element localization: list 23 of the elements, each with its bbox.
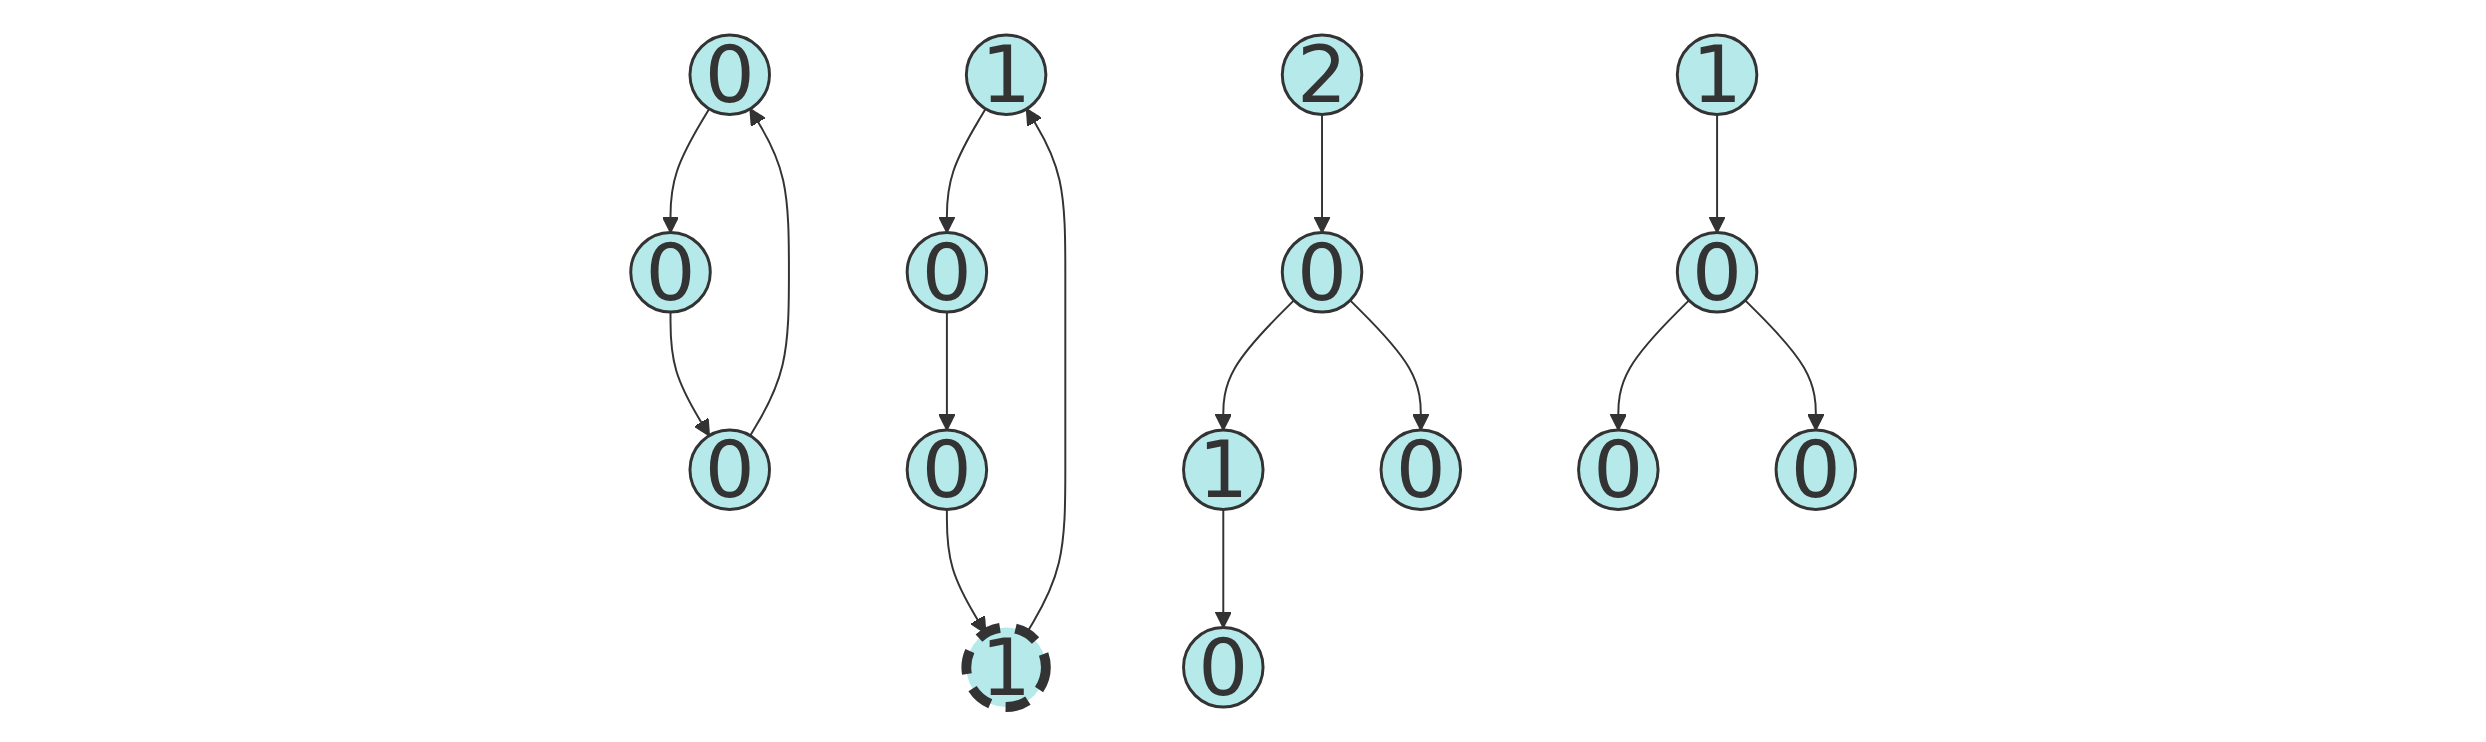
node-circle: 0 [629, 231, 712, 314]
node-circle: 2 [1280, 33, 1364, 116]
node-circle: 0 [688, 33, 771, 116]
node-circle: 0 [1774, 428, 1857, 511]
node-circle: 1 [961, 622, 1051, 712]
arrow [938, 311, 956, 431]
node-circle: 0 [1280, 231, 1364, 314]
node-circle: 0 [1675, 231, 1759, 314]
node-circle: 0 [688, 428, 771, 511]
node-circle: 1 [1181, 428, 1265, 511]
node-circle: 1 [964, 33, 1048, 116]
node-circle: 0 [1379, 428, 1462, 511]
arrow [1744, 299, 1825, 431]
arrow [1609, 299, 1690, 431]
arrow [669, 311, 710, 437]
node-circle: 0 [1181, 626, 1265, 709]
arrow [1349, 299, 1430, 431]
node-circle: 0 [905, 428, 988, 511]
node-circle: 0 [1576, 428, 1660, 511]
arrow [749, 108, 790, 437]
node-circle: 1 [1675, 33, 1759, 116]
arrow [1214, 299, 1295, 431]
node-circle: 0 [905, 231, 988, 314]
